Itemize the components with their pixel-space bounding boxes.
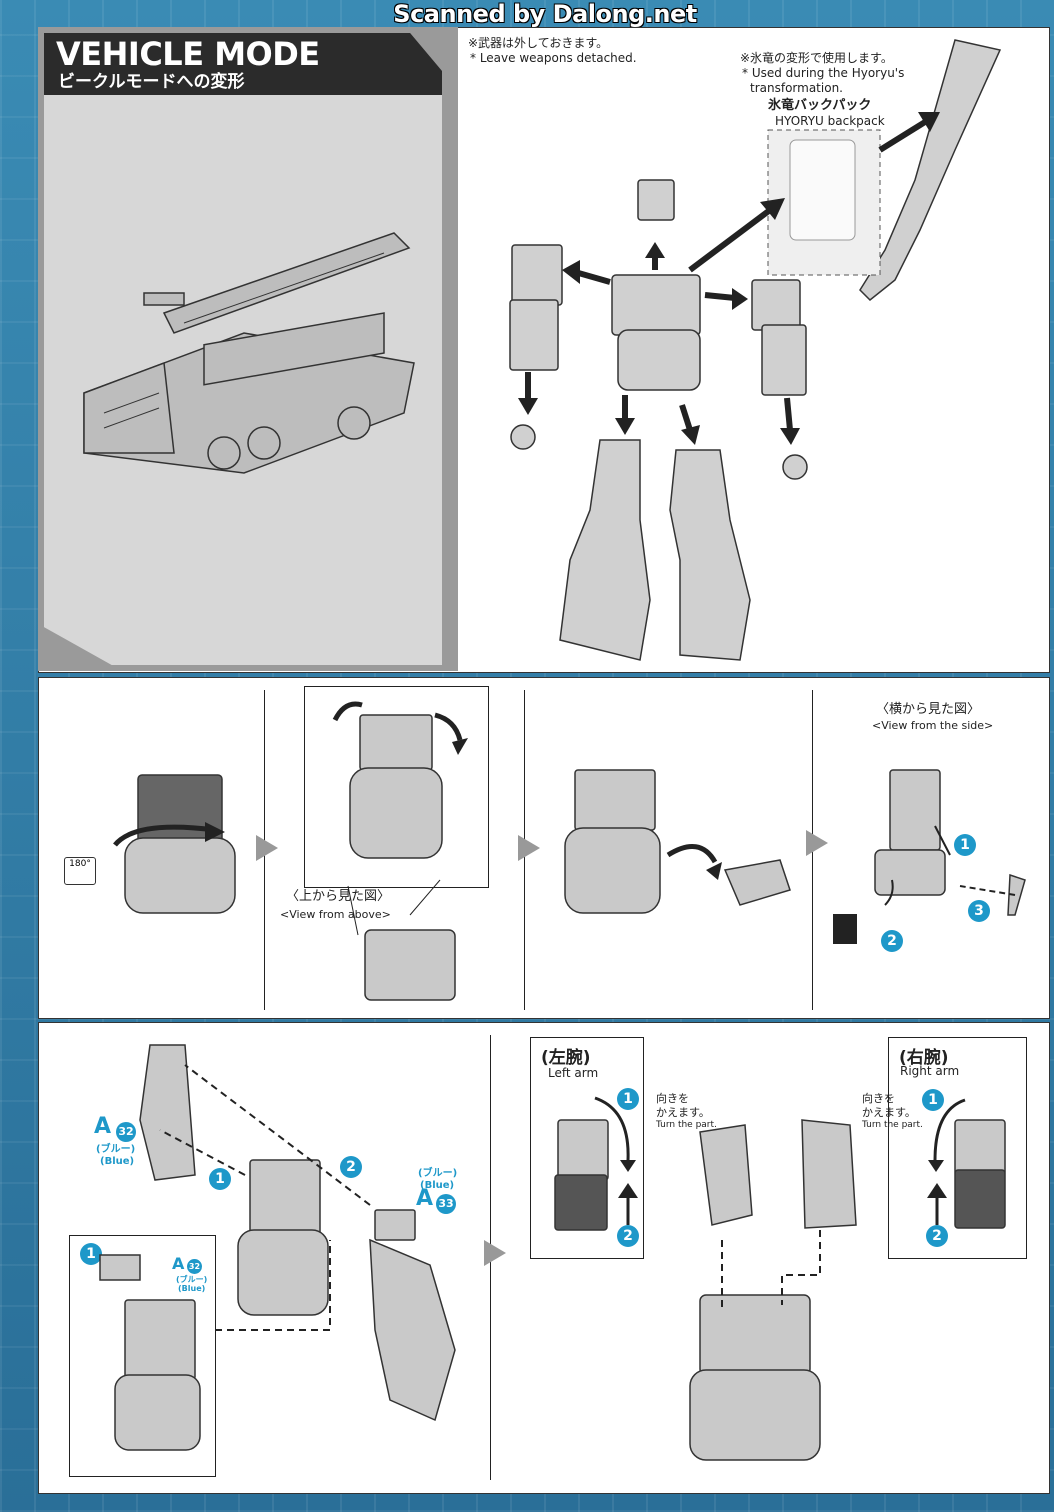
turn-left-jp1: 向きを [656, 1092, 689, 1105]
step-arrow-mid-2 [518, 835, 540, 861]
right-arm-step-2: 2 [926, 1225, 948, 1247]
turn-left-en: Turn the part. [656, 1120, 717, 1130]
note-hyoryu-en1: * Used during the Hyoryu's [742, 66, 905, 80]
part-a33-blue-jp: (ブルー) [418, 1168, 458, 1179]
vehicle-mode-subtitle: ビークルモードへの変形 [58, 72, 245, 92]
vehicle-mode-header: VEHICLE MODE ビークルモードへの変形 [44, 33, 442, 95]
part-a32-blue-en: (Blue) [100, 1156, 135, 1167]
left-arm-step-1: 1 [617, 1088, 639, 1110]
view-above-jp: 〈上から見た図〉 [286, 889, 391, 904]
right-arm-title-en: Right arm [900, 1064, 960, 1078]
turn-left-jp2: かえます。 [656, 1106, 710, 1119]
part-a32-letter: A [94, 1114, 112, 1139]
mid-step-badge-1: 1 [954, 834, 976, 856]
view-side-en: <View from the side> [872, 719, 994, 732]
mid-step-badge-3: 3 [968, 900, 990, 922]
left-arm-step-2: 2 [617, 1225, 639, 1247]
part-a33-number: 33 [436, 1194, 456, 1214]
right-arm-title-jp: (右腕) [899, 1048, 949, 1068]
step-arrow-mid-3 [806, 830, 828, 856]
step-arrow-mid-1 [256, 835, 278, 861]
vehicle-mode-inner: VEHICLE MODE ビークルモードへの変形 [44, 33, 442, 665]
bot-step-badge-2: 2 [340, 1156, 362, 1178]
turn-right-jp1: 向きを [862, 1092, 895, 1105]
note-hyoryu-en2: transformation. [750, 81, 843, 95]
rotate-180-label: 180° [69, 859, 91, 869]
mid-step-badge-2: 2 [881, 930, 903, 952]
vehicle-truck-illustration [83, 232, 415, 474]
vehicle-mode-box: VEHICLE MODE ビークルモードへの変形 [38, 27, 458, 671]
callout-a32-number: 32 [187, 1259, 202, 1274]
backpack-label-en: HYORYU backpack [775, 114, 885, 128]
side-view-icon [833, 914, 857, 944]
part-a33-blue-en: (Blue) [420, 1180, 455, 1191]
view-above-en: <View from above> [280, 908, 391, 921]
right-arm-step-1: 1 [922, 1089, 944, 1111]
rotate-180-icon: 180° [64, 857, 96, 885]
view-above-callout [304, 686, 489, 888]
callout-a32-blue-en: (Blue) [178, 1284, 206, 1293]
callout-step-badge-1: 1 [80, 1243, 102, 1265]
turn-right-en: Turn the part. [862, 1120, 923, 1130]
scan-credit: Scanned by Dalong.net [393, 0, 697, 28]
part-a32-number: 32 [116, 1122, 136, 1142]
turn-right-jp2: かえます。 [862, 1106, 916, 1119]
note-hyoryu-jp: ※氷竜の変形で使用します。 [740, 51, 893, 65]
left-arm-title-jp: (左腕) [541, 1048, 591, 1068]
callout-a32-letter: A [172, 1254, 185, 1273]
left-arm-title-en: Left arm [548, 1066, 599, 1080]
note-weapons-en: * Leave weapons detached. [470, 51, 637, 65]
callout-a32-blue-jp: (ブルー) [176, 1275, 208, 1284]
part-a33-letter: A [416, 1186, 434, 1211]
step-arrow-bot-1 [484, 1240, 506, 1266]
view-side-jp: 〈横から見た図〉 [876, 702, 981, 717]
part-a32-blue-jp: (ブルー) [96, 1144, 136, 1155]
bot-step-badge-1: 1 [209, 1168, 231, 1190]
vehicle-mode-title: VEHICLE MODE [56, 35, 320, 73]
backpack-label-jp: 氷竜バックパック [768, 98, 872, 113]
note-weapons-jp: ※武器は外しておきます。 [468, 36, 609, 50]
